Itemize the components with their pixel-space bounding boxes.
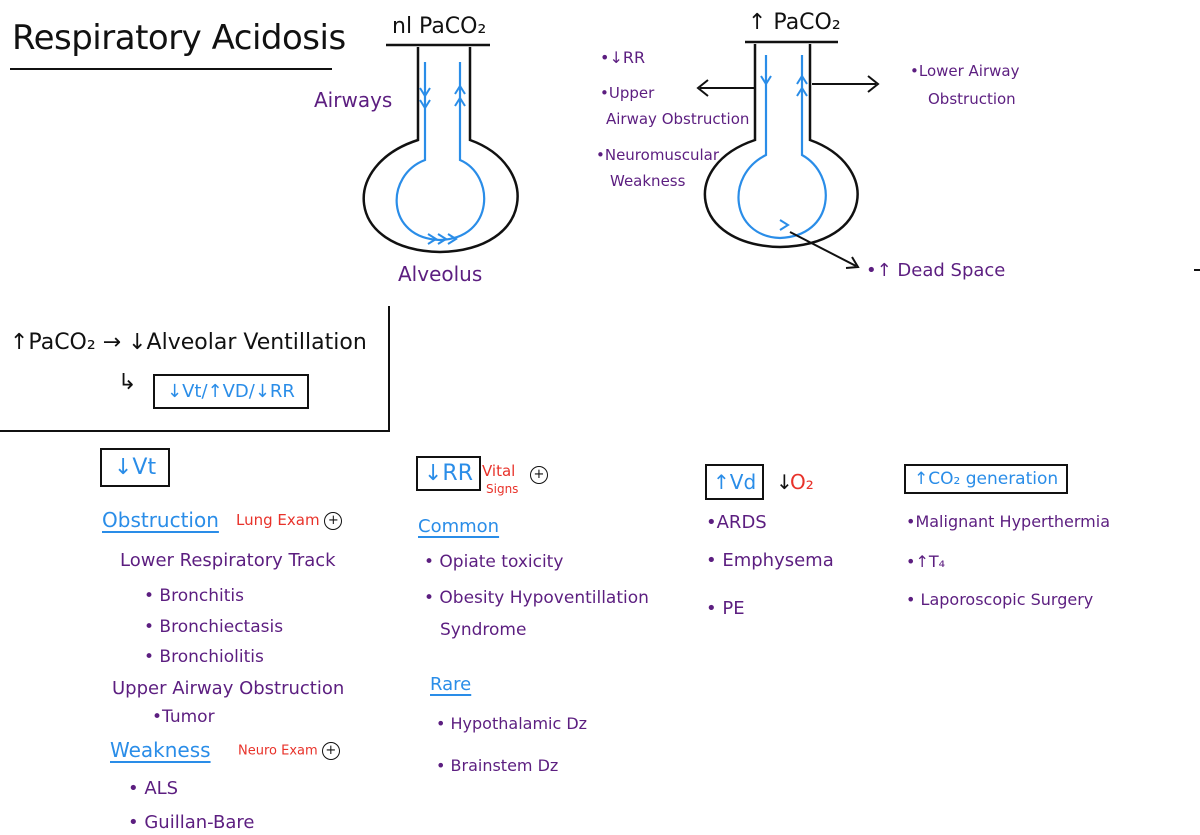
o2-note: O₂ <box>790 470 814 494</box>
summary-variables-box: ↓Vt/↑VD/↓RR <box>153 374 309 409</box>
list-item: •ARDS <box>706 512 767 533</box>
page-title: Respiratory Acidosis <box>12 18 346 58</box>
list-item: • Bronchiolitis <box>144 647 264 667</box>
weakness-heading: Weakness <box>110 738 211 762</box>
obstruction-heading: Obstruction <box>102 508 219 532</box>
cause-low-rr: •↓RR <box>600 48 646 67</box>
vt-header: ↓Vt <box>100 448 171 487</box>
list-item: • Emphysema <box>706 550 834 571</box>
cause-neuromuscular-1: •Neuromuscular <box>596 146 720 164</box>
neuro-exam-note: Neuro Exam + <box>238 742 340 760</box>
airways-label: Airways <box>314 88 393 112</box>
list-item: • Laporoscopic Surgery <box>906 590 1094 609</box>
upper-airway-obstruction: Upper Airway Obstruction <box>112 678 345 699</box>
vd-header: ↑Vd <box>705 464 765 500</box>
list-item: • Obesity Hypoventillation <box>424 588 649 608</box>
summary-panel <box>0 306 390 432</box>
normal-alveolus-diagram <box>362 43 519 254</box>
list-item: • Bronchiectasis <box>144 617 284 637</box>
positive-sign: + <box>530 466 548 484</box>
list-item: •↑T₄ <box>906 552 946 571</box>
lung-diagrams <box>362 40 1200 271</box>
common-heading: Common <box>418 516 500 537</box>
cause-neuromuscular-2: Weakness <box>610 172 686 190</box>
vital-signs-note-1: Vital <box>482 462 516 480</box>
list-item: Syndrome <box>440 620 527 640</box>
list-item: • Brainstem Dz <box>436 756 559 775</box>
title-underline <box>10 68 332 70</box>
cause-lower-airway-1: •Lower Airway <box>910 62 1020 80</box>
vital-signs-note-2: Signs <box>486 482 519 496</box>
summary-formula: ↑PaCO₂ → ↓Alveolar Ventillation <box>10 330 367 355</box>
rr-header: ↓RR <box>416 456 482 491</box>
list-item: •Tumor <box>152 707 215 727</box>
lung-exam-note: Lung Exam + <box>236 511 343 530</box>
cause-dead-space: •↑ Dead Space <box>866 260 1006 281</box>
cause-lower-airway-2: Obstruction <box>928 90 1016 108</box>
list-item: • PE <box>706 598 745 619</box>
lower-respiratory-tract: Lower Respiratory Track <box>120 550 336 571</box>
list-item: • Hypothalamic Dz <box>436 714 588 733</box>
alveolus-label: Alveolus <box>398 262 483 286</box>
rare-heading: Rare <box>430 674 472 695</box>
summary-arrow: ↳ <box>118 370 137 395</box>
list-item: •Malignant Hyperthermia <box>906 512 1111 531</box>
list-item: • Guillan-Bare <box>128 812 255 833</box>
co2-generation-header: ↑CO₂ generation <box>904 464 1069 494</box>
positive-sign: + <box>324 511 343 530</box>
high-paco2-heading: ↑ PaCO₂ <box>748 10 841 35</box>
list-item: • ALS <box>128 778 179 799</box>
positive-sign: + <box>321 742 340 760</box>
list-item: • Opiate toxicity <box>424 552 564 572</box>
cause-upper-airway-2: Airway Obstruction <box>606 110 750 128</box>
o2-arrow: ↓ <box>776 470 793 494</box>
high-paco2-alveolus-diagram <box>696 40 880 269</box>
cause-upper-airway-1: •Upper <box>600 84 655 102</box>
list-item: • Bronchitis <box>144 586 244 606</box>
normal-diagram-heading: nl PaCO₂ <box>392 14 487 39</box>
